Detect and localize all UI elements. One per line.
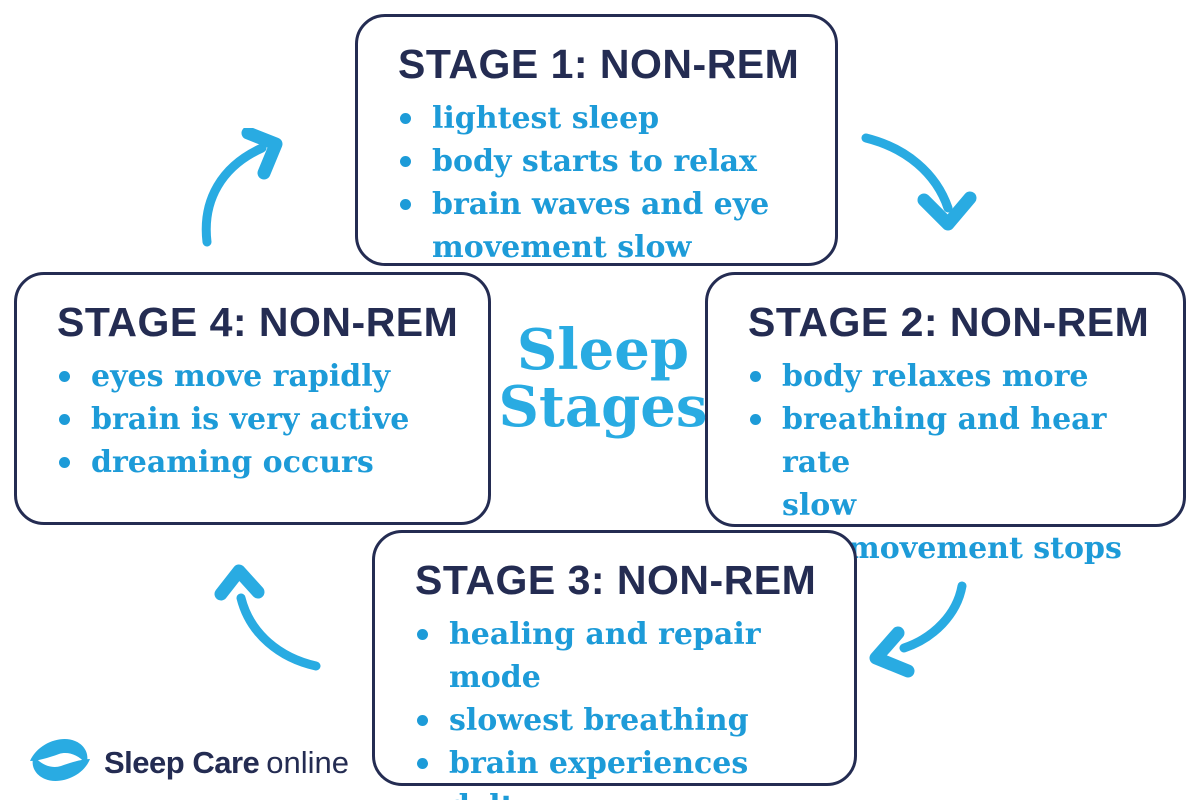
stage-3-bullet: slowest breathing xyxy=(415,699,834,742)
stage-2-title: STAGE 2: NON-REM xyxy=(748,299,1150,345)
stage-2-bullets: body relaxes more breathing and hear rat… xyxy=(748,355,1163,570)
stage-3-title: STAGE 3: NON-REM xyxy=(415,557,817,603)
stage-3-bullet: brain experiences delta waves xyxy=(415,742,834,800)
bullet-label: slowest breathing xyxy=(449,703,749,738)
stage-2-bullet: breathing and hear rate slow xyxy=(748,398,1163,527)
bullet-label: breathing and hear rate slow xyxy=(782,402,1107,523)
bullet-label: brain is very active xyxy=(91,402,410,437)
bullet-label: eyes move rapidly xyxy=(91,359,391,394)
arrow-stage4-to-stage1-icon xyxy=(198,128,298,248)
arrow-stage1-to-stage2-icon xyxy=(858,128,978,236)
stage-3-bullets: healing and repair mode slowest breathin… xyxy=(415,613,834,800)
stage-1-box: STAGE 1: NON-REM lightest sleep body sta… xyxy=(355,14,838,266)
wave-icon xyxy=(28,734,92,791)
stage-2-bullet: body relaxes more xyxy=(748,355,1163,398)
stage-3-box: STAGE 3: NON-REM healing and repair mode… xyxy=(372,530,857,800)
stage-1-bullet: lightest sleep xyxy=(398,97,815,140)
stage-2-box: STAGE 2: NON-REM body relaxes more breat… xyxy=(705,272,1186,566)
diagram-title: Sleep Stages xyxy=(498,317,708,440)
stage-4-bullet: eyes move rapidly xyxy=(57,355,468,398)
arrow-stage2-to-stage3-icon xyxy=(862,578,972,683)
bullet-label: brain waves and eye movement slow xyxy=(432,187,770,265)
logo-name-light: online xyxy=(266,744,350,780)
stage-4-bullets: eyes move rapidly brain is very active d… xyxy=(57,355,468,484)
stage-1-bullet: brain waves and eye movement slow xyxy=(398,183,815,269)
stage-4-bullet: brain is very active xyxy=(57,398,468,441)
bullet-label: lightest sleep xyxy=(432,101,660,136)
bullet-label: healing and repair mode xyxy=(449,617,761,695)
bullet-label: dreaming occurs xyxy=(91,445,374,480)
stage-4-bullet: dreaming occurs xyxy=(57,441,468,484)
arrow-stage3-to-stage4-icon xyxy=(208,558,333,678)
bullet-label: body starts to relax xyxy=(432,144,757,179)
stage-1-bullets: lightest sleep body starts to relax brai… xyxy=(398,97,815,269)
stage-4-box: STAGE 4: NON-REM eyes move rapidly brain… xyxy=(14,272,491,525)
logo-name-bold: Sleep Care xyxy=(104,744,260,780)
bullet-label: brain experiences delta waves xyxy=(449,746,749,800)
stage-1-bullet: body starts to relax xyxy=(398,140,815,183)
stage-3-bullet: healing and repair mode xyxy=(415,613,834,699)
bullet-label: body relaxes more xyxy=(782,359,1089,394)
stage-1-title: STAGE 1: NON-REM xyxy=(398,41,800,87)
stage-4-title: STAGE 4: NON-REM xyxy=(57,299,459,345)
